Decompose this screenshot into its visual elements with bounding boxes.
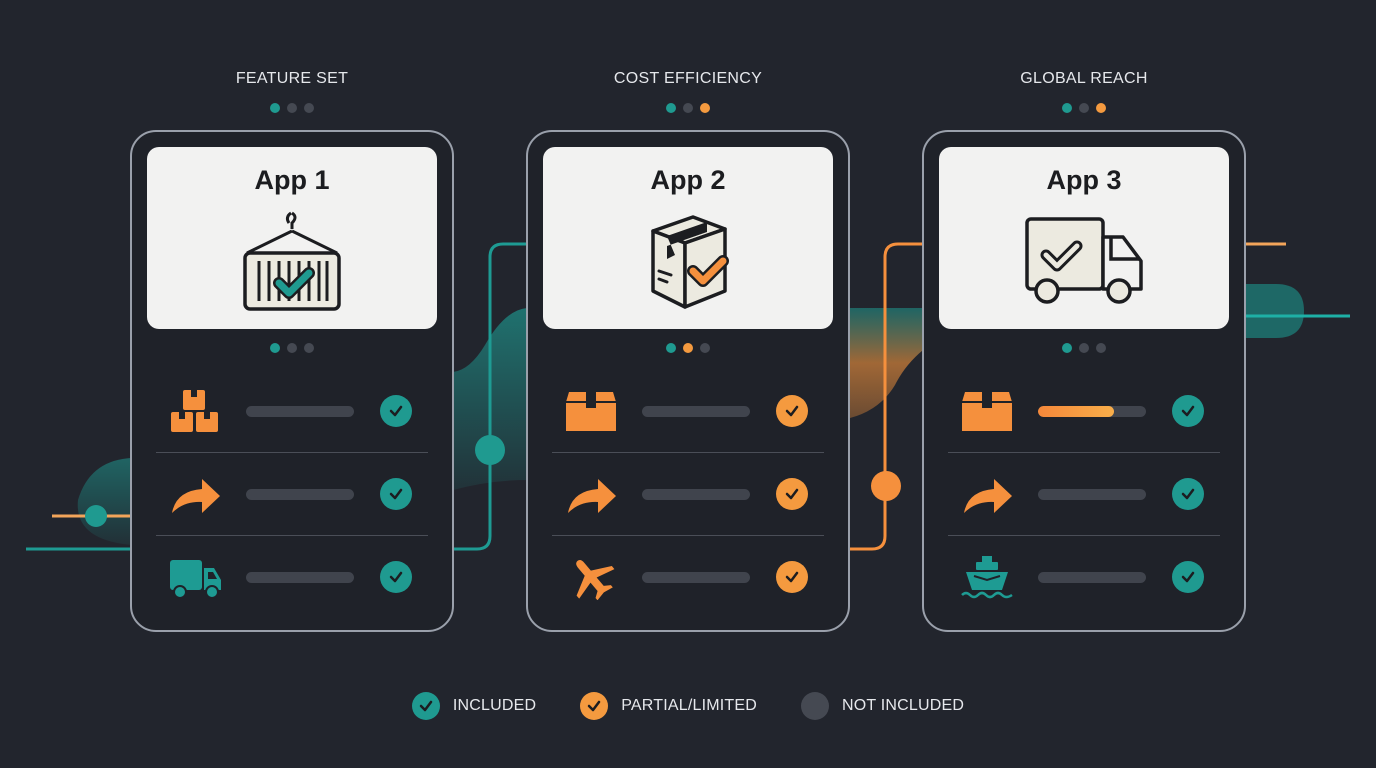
card-rating-dots (924, 343, 1244, 353)
feature-row[interactable] (948, 370, 1220, 453)
feature-row[interactable] (552, 370, 824, 453)
rating-dot (304, 103, 314, 113)
rating-dot (1079, 343, 1089, 353)
category-rating-dots (526, 103, 850, 113)
category-rating-dots (130, 103, 454, 113)
rating-dot (270, 103, 280, 113)
stacked-boxes-icon (171, 390, 218, 432)
feature-list (156, 370, 428, 619)
rating-dot (1062, 103, 1072, 113)
rating-dot (700, 103, 710, 113)
category-rating-dots (922, 103, 1246, 113)
forward-arrow-icon (568, 479, 616, 513)
rating-dot (1062, 343, 1072, 353)
status-check-icon (380, 561, 412, 593)
empty-circle-icon (801, 692, 830, 720)
feature-list (552, 370, 824, 619)
legend-item-included: INCLUDED (411, 692, 537, 720)
rating-dot (270, 343, 280, 353)
forward-arrow-icon (172, 479, 220, 513)
feature-row[interactable] (156, 370, 428, 453)
feature-row[interactable] (948, 453, 1220, 536)
app-card-header: App 2 (543, 147, 833, 329)
legend-label: PARTIAL/LIMITED (621, 697, 758, 714)
app-name: App 2 (650, 165, 726, 195)
card-rating-dots (132, 343, 452, 353)
app-name: App 3 (1046, 165, 1122, 195)
status-check-icon (776, 561, 808, 593)
airplane-icon (576, 559, 615, 600)
card-rating-dots (528, 343, 848, 353)
category-title: GLOBAL REACH (1020, 70, 1148, 87)
feature-row[interactable] (552, 536, 824, 619)
status-check-icon (1172, 561, 1204, 593)
rating-dot (666, 103, 676, 113)
status-check-icon (380, 395, 412, 427)
rating-dot (666, 343, 676, 353)
package-box-check-icon (651, 215, 729, 309)
rating-dot (683, 103, 693, 113)
rating-dot (1096, 103, 1106, 113)
check-circle-icon (411, 692, 440, 720)
rating-dot (1079, 103, 1089, 113)
feature-row[interactable] (552, 453, 824, 536)
package-icon (962, 392, 1012, 431)
status-check-icon (1172, 395, 1204, 427)
package-icon (566, 392, 616, 431)
legend-label: NOT INCLUDED (842, 697, 965, 714)
feature-bar (1038, 572, 1146, 583)
feature-bar (1038, 489, 1146, 500)
feature-bar (246, 572, 354, 583)
legend-item-not-included: NOT INCLUDED (801, 692, 964, 720)
rating-dot (304, 343, 314, 353)
app-card-header: App 3 (939, 147, 1229, 329)
truck-check-icon (1025, 217, 1143, 304)
cargo-ship-icon (961, 556, 1013, 599)
feature-bar (642, 489, 750, 500)
feature-bar (642, 572, 750, 583)
feature-row[interactable] (156, 453, 428, 536)
legend-item-partial: PARTIAL/LIMITED (580, 692, 757, 720)
feature-bar (246, 406, 354, 417)
shipping-container-check-icon (243, 211, 341, 311)
check-circle-icon (580, 692, 609, 720)
rating-dot (287, 103, 297, 113)
feature-list (948, 370, 1220, 619)
teal-blob-left (77, 458, 132, 545)
rating-dot (1096, 343, 1106, 353)
app-card-header: App 1 (147, 147, 437, 329)
forward-arrow-icon (964, 479, 1012, 513)
app-card[interactable]: App 2 (526, 130, 850, 632)
app-name: App 1 (254, 165, 330, 195)
status-check-icon (380, 478, 412, 510)
feature-row[interactable] (948, 536, 1220, 619)
legend-label: INCLUDED (452, 697, 537, 714)
feature-bar (246, 489, 354, 500)
delivery-truck-icon (170, 560, 221, 599)
rating-dot (683, 343, 693, 353)
feature-bar (642, 406, 750, 417)
feature-progress-bar (1038, 406, 1146, 417)
rating-dot (700, 343, 710, 353)
status-check-icon (776, 478, 808, 510)
category-title: FEATURE SET (235, 70, 349, 87)
category-title: COST EFFICIENCY (613, 70, 763, 87)
rating-dot (287, 343, 297, 353)
app-card[interactable]: App 1 (130, 130, 454, 632)
status-check-icon (1172, 478, 1204, 510)
status-check-icon (776, 395, 808, 427)
legend: INCLUDED PARTIAL/LIMITED NOT INCLUDED (0, 692, 1376, 720)
app-card[interactable]: App 3 (922, 130, 1246, 632)
feature-row[interactable] (156, 536, 428, 619)
